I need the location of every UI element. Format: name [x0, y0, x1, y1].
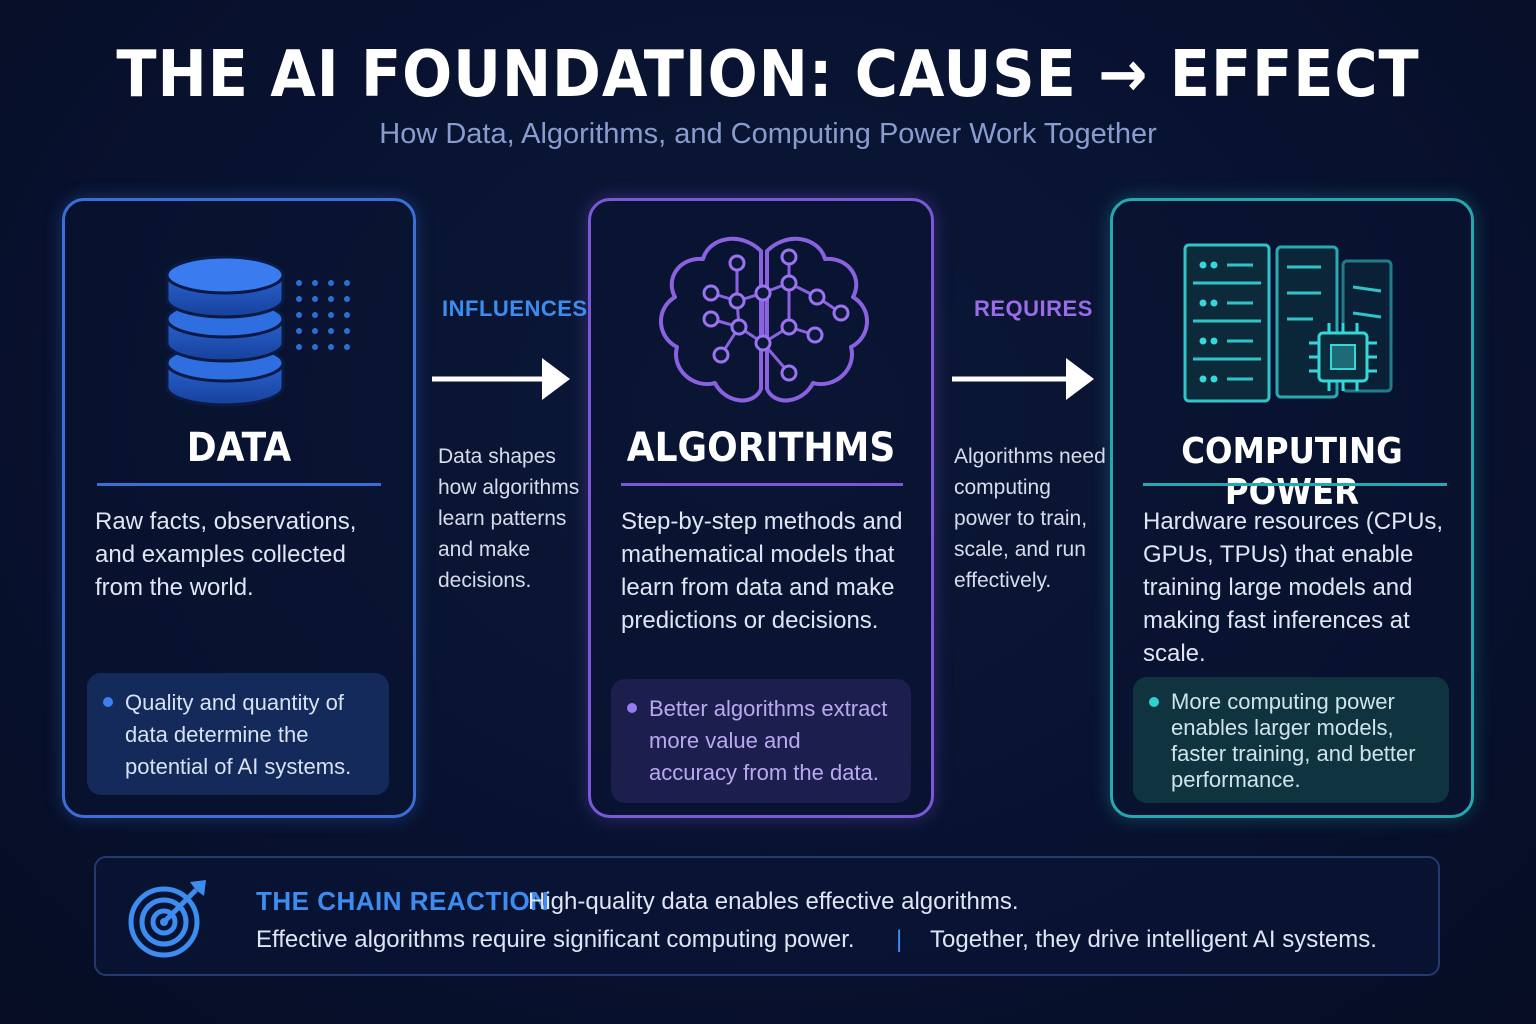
algorithms-divider: [621, 483, 903, 486]
algorithms-card: ALGORITHMS Step-by-step methods and math…: [588, 198, 934, 818]
chain-line-2: Effective algorithms require significant…: [256, 926, 855, 953]
computing-power-card: COMPUTING POWER Hardware resources (CPUs…: [1110, 198, 1474, 818]
bullet-icon: [103, 697, 113, 707]
chain-line-1: High-quality data enables effective algo…: [528, 888, 1019, 915]
target-icon: [128, 880, 206, 958]
chain-line-3: Together, they drive intelligent AI syst…: [930, 926, 1377, 953]
computing-power-description: Hardware resources (CPUs, GPUs, TPUs) th…: [1143, 508, 1444, 667]
algorithms-note-text: Better algorithms extract more value and…: [649, 696, 888, 785]
data-card: DATA Raw facts, observations, and exampl…: [62, 198, 416, 818]
arrow-right-icon: [432, 358, 570, 400]
influences-description: Data shapes how algorithms learn pattern…: [438, 445, 580, 592]
computing-power-note: More computing power enables larger mode…: [1133, 677, 1449, 803]
computing-power-divider: [1143, 483, 1447, 486]
algorithms-description: Step-by-step methods and mathematical mo…: [621, 508, 903, 634]
database-icon: [65, 223, 413, 413]
influences-label: INFLUENCES: [442, 296, 588, 321]
requires-description: Algorithms need computing power to train…: [954, 445, 1106, 592]
algorithms-note: Better algorithms extract more value and…: [611, 679, 911, 803]
data-divider: [97, 483, 381, 486]
data-note: Quality and quantity of data determine t…: [87, 673, 389, 795]
computing-power-note-text: More computing power enables larger mode…: [1171, 689, 1416, 792]
computing-power-title: COMPUTING POWER: [1181, 431, 1403, 513]
page-title: THE AI FOUNDATION: CAUSE → EFFECT: [116, 38, 1420, 112]
algorithms-title: ALGORITHMS: [626, 425, 896, 471]
data-note-text: Quality and quantity of data determine t…: [125, 690, 352, 779]
requires-label: REQUIRES: [974, 296, 1093, 321]
chain-reaction-banner: THE CHAIN REACTION High-quality data ena…: [94, 856, 1440, 976]
brain-network-icon: [591, 223, 931, 413]
bullet-icon: [627, 703, 637, 713]
server-chip-icon: [1113, 223, 1471, 413]
data-description: Raw facts, observations, and examples co…: [95, 508, 357, 601]
data-title: DATA: [186, 425, 292, 471]
page-subtitle: How Data, Algorithms, and Computing Powe…: [379, 118, 1157, 150]
bullet-icon: [1149, 697, 1159, 707]
chain-separator: |: [896, 926, 903, 953]
chain-reaction-heading: THE CHAIN REACTION: [256, 886, 550, 916]
arrow-right-icon: [952, 358, 1094, 400]
